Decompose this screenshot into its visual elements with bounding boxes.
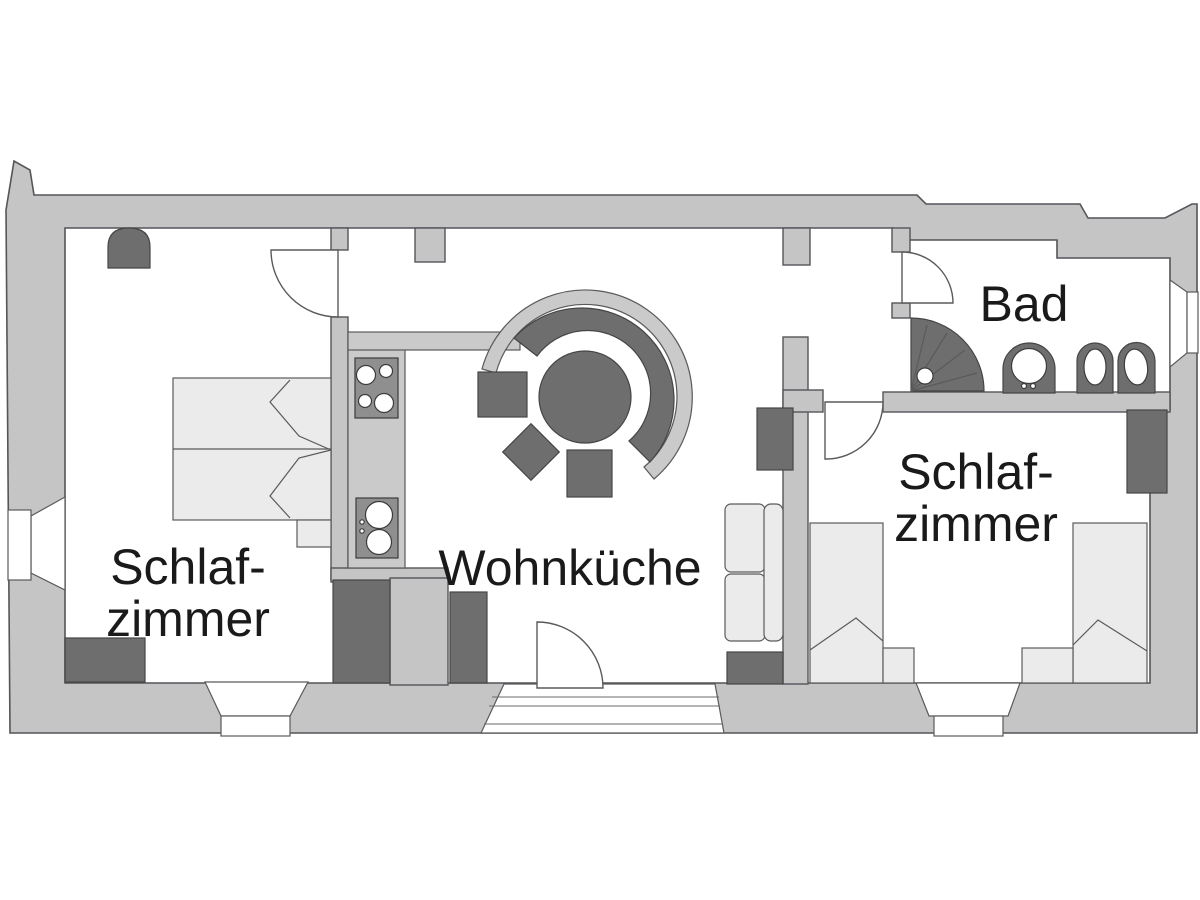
- window-bath-right: [1169, 278, 1188, 369]
- radiator: [756, 407, 794, 471]
- bed-left-fold: [809, 617, 884, 651]
- wall-stub-bedroom-door: [330, 227, 349, 251]
- footboard-left: [882, 647, 915, 684]
- bedroom-left-furniture: [64, 227, 332, 683]
- shower-drain: [916, 367, 934, 385]
- footboard-right: [1021, 647, 1074, 684]
- sofa-back: [763, 503, 784, 642]
- sofa-seat-1: [724, 503, 766, 573]
- dining-set: [477, 289, 693, 498]
- wall-divider-bedroom-kitchen: [330, 316, 349, 581]
- burner-3: [357, 393, 373, 409]
- burner-2: [378, 363, 394, 379]
- wall-stub-bath-door-bottom: [891, 302, 911, 319]
- bed-fold-top: [269, 379, 332, 451]
- door-bedroom-left: [270, 249, 339, 318]
- toilet-seat: [1010, 347, 1048, 385]
- label-bedroom-right-line2: zimmer: [894, 496, 1058, 552]
- shower-ray-1: [910, 372, 978, 392]
- bidet-basin: [1083, 348, 1107, 386]
- window-bottom-right-outer: [933, 715, 1004, 737]
- door-bedroom-right: [824, 401, 884, 460]
- chair-left: [477, 371, 528, 418]
- shower-ray-4: [910, 324, 928, 392]
- chair-bottom: [566, 449, 613, 498]
- label-bathroom: Bad: [980, 276, 1069, 332]
- bed-fold-bottom: [269, 449, 332, 519]
- window-left-outer: [7, 509, 32, 581]
- burner-1: [355, 364, 377, 386]
- tiled-stove: [107, 227, 151, 269]
- window-bottom-left-outer: [220, 715, 291, 737]
- bench-outer-ring: [481, 289, 693, 480]
- wall-stub-hall-bedroom: [782, 389, 824, 413]
- window-bottom-left: [204, 681, 309, 717]
- bed-right-fold: [1072, 619, 1148, 652]
- wall-divider-kitchen-bedroom-right: [782, 336, 809, 685]
- burner-4: [373, 392, 395, 414]
- windows: [7, 278, 1199, 737]
- window-bottom-right: [915, 682, 1021, 717]
- kitchen-fixtures: [347, 331, 521, 569]
- sideboard-below-sofa: [726, 651, 784, 685]
- label-kitchen: Wohnküche: [438, 540, 701, 596]
- sink-basin-1: [364, 500, 394, 530]
- porch-opening: [480, 683, 725, 734]
- cabinet-left-of-pillar: [332, 579, 391, 684]
- door-bathroom: [901, 251, 954, 304]
- shower-ray-2: [910, 349, 966, 392]
- cabinet-right-of-pillar: [449, 591, 488, 684]
- door-kitchen-entrance: [536, 621, 604, 689]
- toilet-hinge-2: [1029, 382, 1037, 390]
- wall-pillar-kitchen-top: [414, 227, 446, 263]
- bench-seat-ring: [513, 307, 675, 463]
- wall-bath-floor: [882, 391, 1171, 413]
- doors: [270, 249, 954, 689]
- entrance-porch: [480, 683, 725, 734]
- label-bedroom-left-line1: Schlaf-: [110, 539, 266, 595]
- chair-diagonal: [501, 422, 561, 482]
- washbasin-bowl: [1123, 348, 1149, 386]
- bathroom-fixtures: [910, 317, 1156, 394]
- wardrobe: [1126, 409, 1168, 494]
- single-bed-right: [1072, 522, 1148, 684]
- room-labels: Schlaf- zimmer Wohnküche Bad Schlaf- zim…: [106, 276, 1068, 647]
- nightstand: [296, 519, 332, 548]
- round-table: [538, 350, 632, 444]
- interior-walls: [330, 227, 1171, 686]
- shower-ray-3: [910, 332, 948, 392]
- sink-faucet-2: [359, 528, 365, 534]
- wall-pillar-hall-top: [782, 227, 811, 266]
- sink-faucet-1: [359, 519, 365, 525]
- toilet-hinge-1: [1020, 382, 1028, 390]
- window-bath-right-outer: [1186, 291, 1199, 354]
- sink-basin-2: [365, 528, 393, 556]
- label-bedroom-left-line2: zimmer: [106, 591, 270, 647]
- wall-stub-bath-door-top: [891, 227, 911, 253]
- bedroom-right-furniture: [809, 409, 1168, 684]
- kitchen-furniture: [332, 407, 794, 685]
- sofa-seat-2: [724, 573, 766, 642]
- dresser: [64, 637, 146, 683]
- label-bedroom-right-line1: Schlaf-: [898, 444, 1054, 500]
- single-bed-left: [809, 522, 884, 684]
